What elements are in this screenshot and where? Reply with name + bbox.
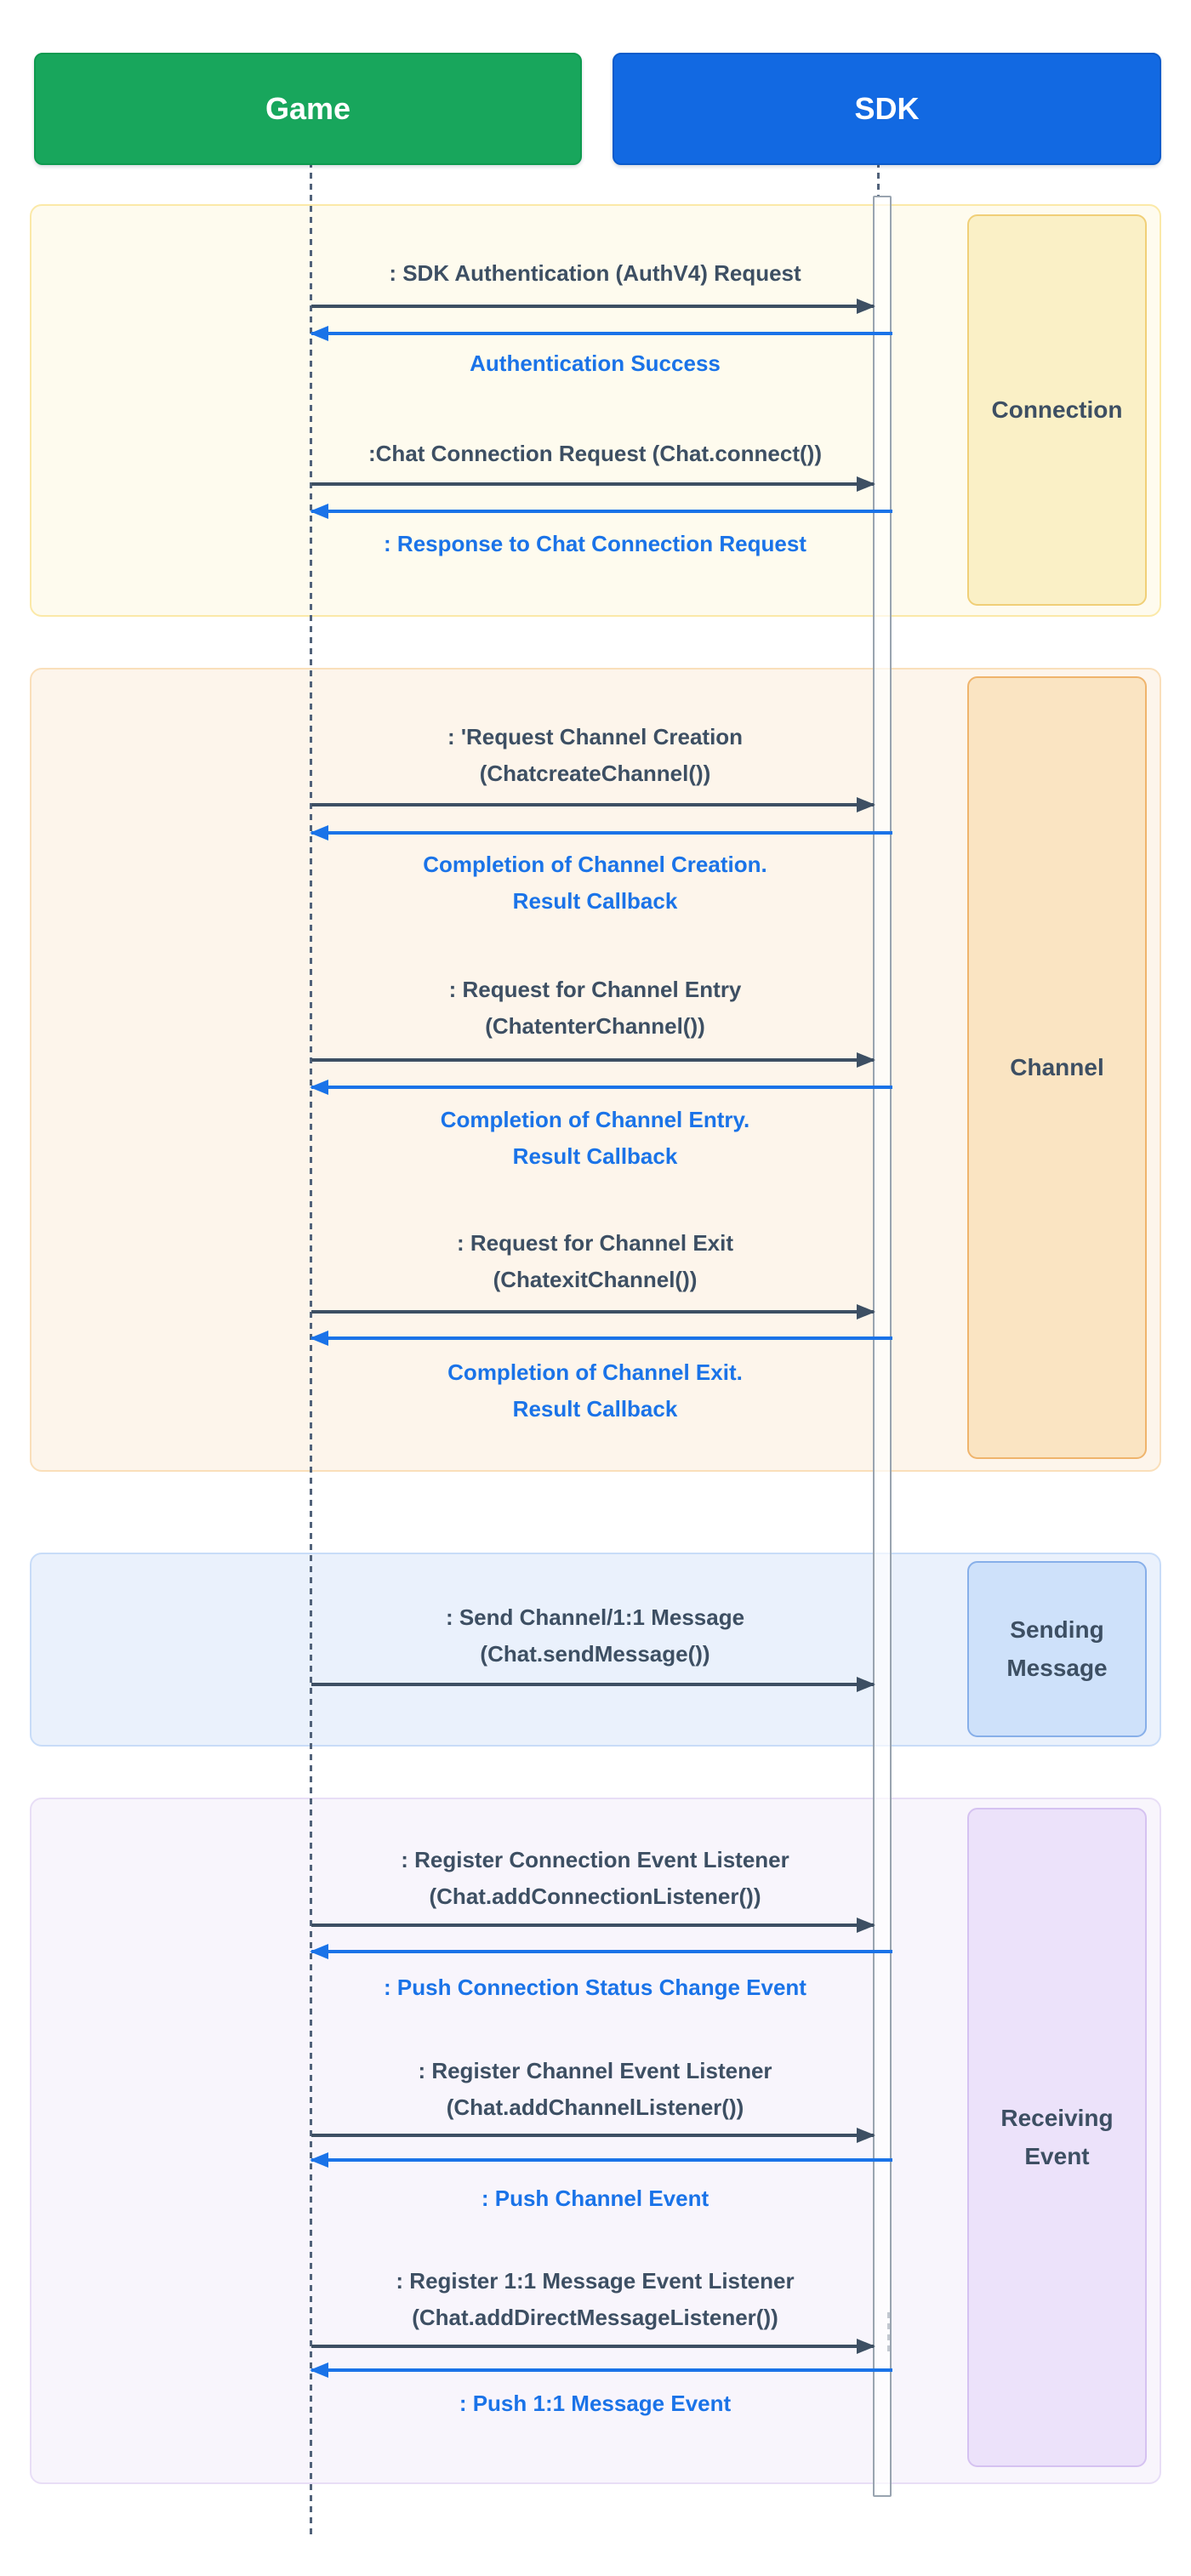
section-badge-label: Connection	[991, 396, 1123, 423]
sdk-activation-bar	[873, 196, 892, 2497]
response-arrow	[311, 2368, 892, 2372]
message-label: : Register Channel Event Listener (Chat.…	[311, 2053, 879, 2126]
request-arrow	[311, 482, 874, 486]
request-arrow	[311, 2134, 874, 2137]
message-label: : Push Connection Status Change Event	[311, 1969, 879, 2006]
game-lifeline	[310, 162, 312, 2539]
actor-sdk-label: SDK	[854, 91, 920, 126]
sdk-lifeline-top	[877, 162, 880, 197]
message-line: : Request for Channel Entry	[448, 977, 742, 1002]
section-badge-receiving-event: Receiving Event	[967, 1808, 1147, 2467]
section-badge-channel: Channel	[967, 676, 1147, 1459]
actor-game-label: Game	[265, 91, 351, 126]
message-line: Result Callback	[512, 1143, 678, 1169]
message-label: : Request for Channel Exit (ChatexitChan…	[311, 1225, 879, 1298]
message-label: : SDK Authentication (AuthV4) Request	[311, 255, 879, 292]
message-label: : Response to Chat Connection Request	[311, 526, 879, 562]
message-line: (Chat.addChannelListener())	[446, 2094, 744, 2120]
message-line: : Register Connection Event Listener	[401, 1847, 789, 1872]
message-line: : Send Channel/1:1 Message	[445, 1604, 745, 1630]
request-arrow	[311, 1058, 874, 1062]
message-line: : Push Channel Event	[481, 2186, 709, 2211]
message-label: Completion of Channel Exit. Result Callb…	[311, 1354, 879, 1428]
message-label: : Register Connection Event Listener (Ch…	[311, 1842, 879, 1915]
section-badge-label: Channel	[1010, 1053, 1104, 1080]
section-badge-label: Sending Message	[1006, 1616, 1108, 1681]
response-arrow	[311, 1086, 892, 1089]
response-arrow	[311, 2158, 892, 2162]
message-line: Authentication Success	[470, 350, 721, 376]
message-line: : Register Channel Event Listener	[418, 2058, 772, 2083]
message-line: Result Callback	[512, 1396, 678, 1422]
actor-sdk: SDK	[613, 53, 1161, 165]
message-label: Completion of Channel Creation. Result C…	[311, 846, 879, 920]
message-label: :Chat Connection Request (Chat.connect()…	[311, 436, 879, 472]
request-arrow	[311, 803, 874, 806]
request-arrow	[311, 305, 874, 308]
message-line: Completion of Channel Creation.	[423, 852, 767, 877]
message-label: : Push Channel Event	[311, 2180, 879, 2217]
message-line: Completion of Channel Entry.	[440, 1107, 750, 1132]
section-badge-label: Receiving Event	[1000, 2104, 1114, 2169]
message-line: (ChatcreateChannel())	[479, 761, 711, 786]
message-label: : Register 1:1 Message Event Listener (C…	[311, 2263, 879, 2336]
request-arrow	[311, 1683, 874, 1686]
message-line: : Request for Channel Exit	[456, 1230, 734, 1256]
message-line: : SDK Authentication (AuthV4) Request	[389, 260, 801, 286]
message-label: : Send Channel/1:1 Message (Chat.sendMes…	[311, 1599, 879, 1673]
message-line: : 'Request Channel Creation	[447, 724, 744, 749]
response-arrow	[311, 1336, 892, 1340]
response-arrow	[311, 510, 892, 513]
message-line: : Response to Chat Connection Request	[384, 531, 806, 556]
message-label: Completion of Channel Entry. Result Call…	[311, 1102, 879, 1175]
response-arrow	[311, 831, 892, 835]
message-line: : Push 1:1 Message Event	[459, 2391, 732, 2416]
request-arrow	[311, 2345, 874, 2348]
message-line: (Chat.addConnectionListener())	[429, 1884, 761, 1909]
message-label: Authentication Success	[311, 345, 879, 382]
message-line: Completion of Channel Exit.	[447, 1359, 743, 1385]
response-arrow	[311, 332, 892, 335]
message-line: :Chat Connection Request (Chat.connect()…	[368, 441, 822, 466]
request-arrow	[311, 1923, 874, 1927]
message-line: : Push Connection Status Change Event	[384, 1975, 806, 2000]
section-badge-sending-message: Sending Message	[967, 1561, 1147, 1737]
message-line: Result Callback	[512, 888, 678, 914]
message-line: (Chat.addDirectMessageListener())	[412, 2305, 778, 2330]
section-badge-connection: Connection	[967, 214, 1147, 606]
message-label: : 'Request Channel Creation (ChatcreateC…	[311, 719, 879, 792]
message-line: (ChatexitChannel())	[493, 1267, 698, 1292]
message-label: : Push 1:1 Message Event	[311, 2385, 879, 2422]
response-arrow	[311, 1950, 892, 1953]
request-arrow	[311, 1310, 874, 1314]
message-line: (Chat.sendMessage())	[480, 1641, 710, 1667]
message-line: (ChatenterChannel())	[485, 1013, 705, 1039]
message-label: : Request for Channel Entry (ChatenterCh…	[311, 972, 879, 1045]
actor-game: Game	[34, 53, 582, 165]
message-line: : Register 1:1 Message Event Listener	[396, 2268, 795, 2294]
